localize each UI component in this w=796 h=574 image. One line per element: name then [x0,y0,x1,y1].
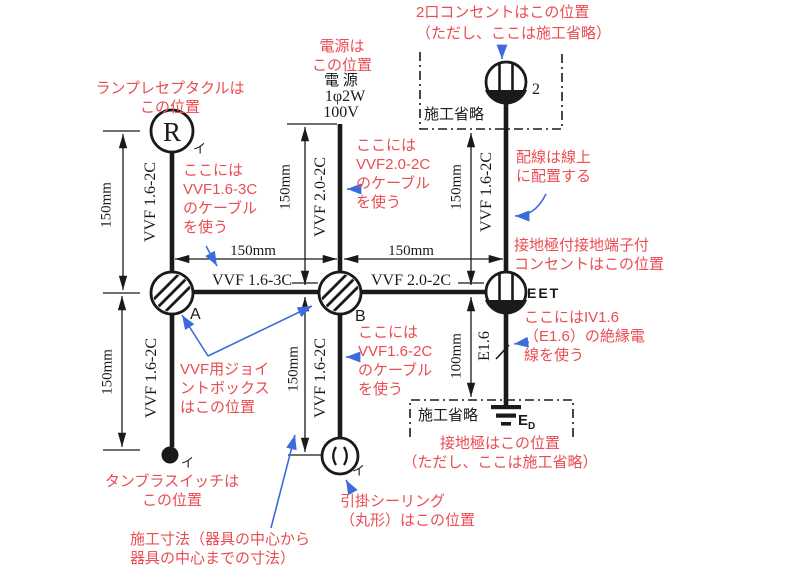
omission-box-bottom [409,399,574,437]
dim-label-right-bottom: 100mm [448,333,465,379]
note-eet-position: 接地極付接地端子付 コンセントはこの位置 [514,237,665,273]
joint-box-a-label: A [190,306,201,323]
earth-electrode-symbol [491,405,521,426]
joint-box-b-symbol [317,270,363,316]
omission-boxes [409,50,574,437]
dim-label-mid-top: 150mm [277,164,294,210]
earth-electrode-label: ED [518,413,535,432]
switch-symbol [161,446,179,464]
power-source-voltage: 100V [323,104,359,121]
arrow-to-joint-b [207,305,313,357]
note-switch-position: タンブラスイッチは この位置 [104,473,240,509]
dim-label-left-top: 150mm [98,182,115,228]
cable-label-right-top: VVF 1.6-2C [478,151,495,233]
outlet-2p-symbol [483,60,529,105]
cable-label-a-b: VVF 1.6-3C [211,272,293,289]
power-source-spec: 1φ2W [324,88,366,105]
arrow-to-rose [345,479,358,496]
omission-box-top [419,50,563,130]
note-lamp-position: ランプレセプタクルは この位置 [95,80,245,116]
dimension-lines [103,123,510,456]
note-joint-box: VVF用ジョイ ントボックス はこの位置 [180,361,270,416]
joint-box-b-label: B [355,308,366,325]
cable-label-left-bottom: VVF 1.6-2C [143,337,160,419]
note-rose-position: 引掛シーリング （丸形）はこの位置 [340,493,476,529]
note-ground-position: 接地極はこの位置 （ただし、ここは施工省略） [402,435,598,471]
ceiling-rose-symbol [320,436,360,476]
arrow-to-dim-label [270,434,297,529]
note-outlet2-position: 2口コンセントはこの位置 （ただし、ここは施工省略） [416,4,612,42]
note-cable-vvf202: ここには VVF2.0-2C のケーブル を使う [356,137,431,211]
note-iv-wire: ここにはIV1.6 （E1.6）の絶縁電 線を使う [524,309,645,364]
eet-outlet-symbol [483,270,529,315]
earth-letter: E [518,412,529,429]
cable-label-mid-top: VVF 2.0-2C [312,156,329,238]
dim-label-right-top: 150mm [448,164,465,210]
earth-subscript: D [528,421,536,432]
note-cable-vvf162: ここには VVF1.6-2C のケーブル を使う [358,324,433,398]
branch-mark-rose: イ [352,463,366,478]
dim-label-b-eet: 150mm [388,243,434,259]
single-wire-tick [495,344,510,360]
svg-text:R: R [163,117,181,147]
branch-mark-switch: イ [181,455,195,470]
cable-label-b-eet: VVF 2.0-2C [370,272,452,289]
omission-label-bottom: 施工省略 [418,408,479,424]
dim-label-mid-bottom: 150mm [285,346,302,392]
annotation-arrows [181,44,547,529]
arrow-to-joint-a [181,314,209,357]
joint-box-a-symbol [149,270,195,316]
cable-label-left-top: VVF 1.6-2C [142,161,159,243]
dim-label-left-bottom: 150mm [99,349,116,395]
cable-label-earth-wire: E1.6 [476,331,493,361]
arrow-to-earth-wire [513,336,530,348]
omission-label-top: 施工省略 [424,107,485,123]
note-dimension-rule: 施工寸法（器具の中心から 器具の中心までの寸法） [130,531,311,567]
note-cable-vvf163: ここには VVF1.6-3C のケーブル を使う [183,162,258,236]
note-wiring-on-line: 配線は線上 に配置する [516,149,592,185]
power-source-title: 電 源 [324,73,358,89]
outlet-count-label: 2 [532,81,540,98]
note-power-position: 電源は この位置 [311,38,373,74]
lamp-receptacle-symbol: R [149,108,195,154]
branch-mark-lamp: イ [193,141,207,156]
eet-label: EET [527,285,561,301]
arrow-to-ab-cable [205,245,218,267]
dim-label-a-b: 150mm [230,243,276,259]
cable-label-mid-bottom: VVF 1.6-2C [312,337,329,419]
arrow-to-right-cable [514,193,547,222]
